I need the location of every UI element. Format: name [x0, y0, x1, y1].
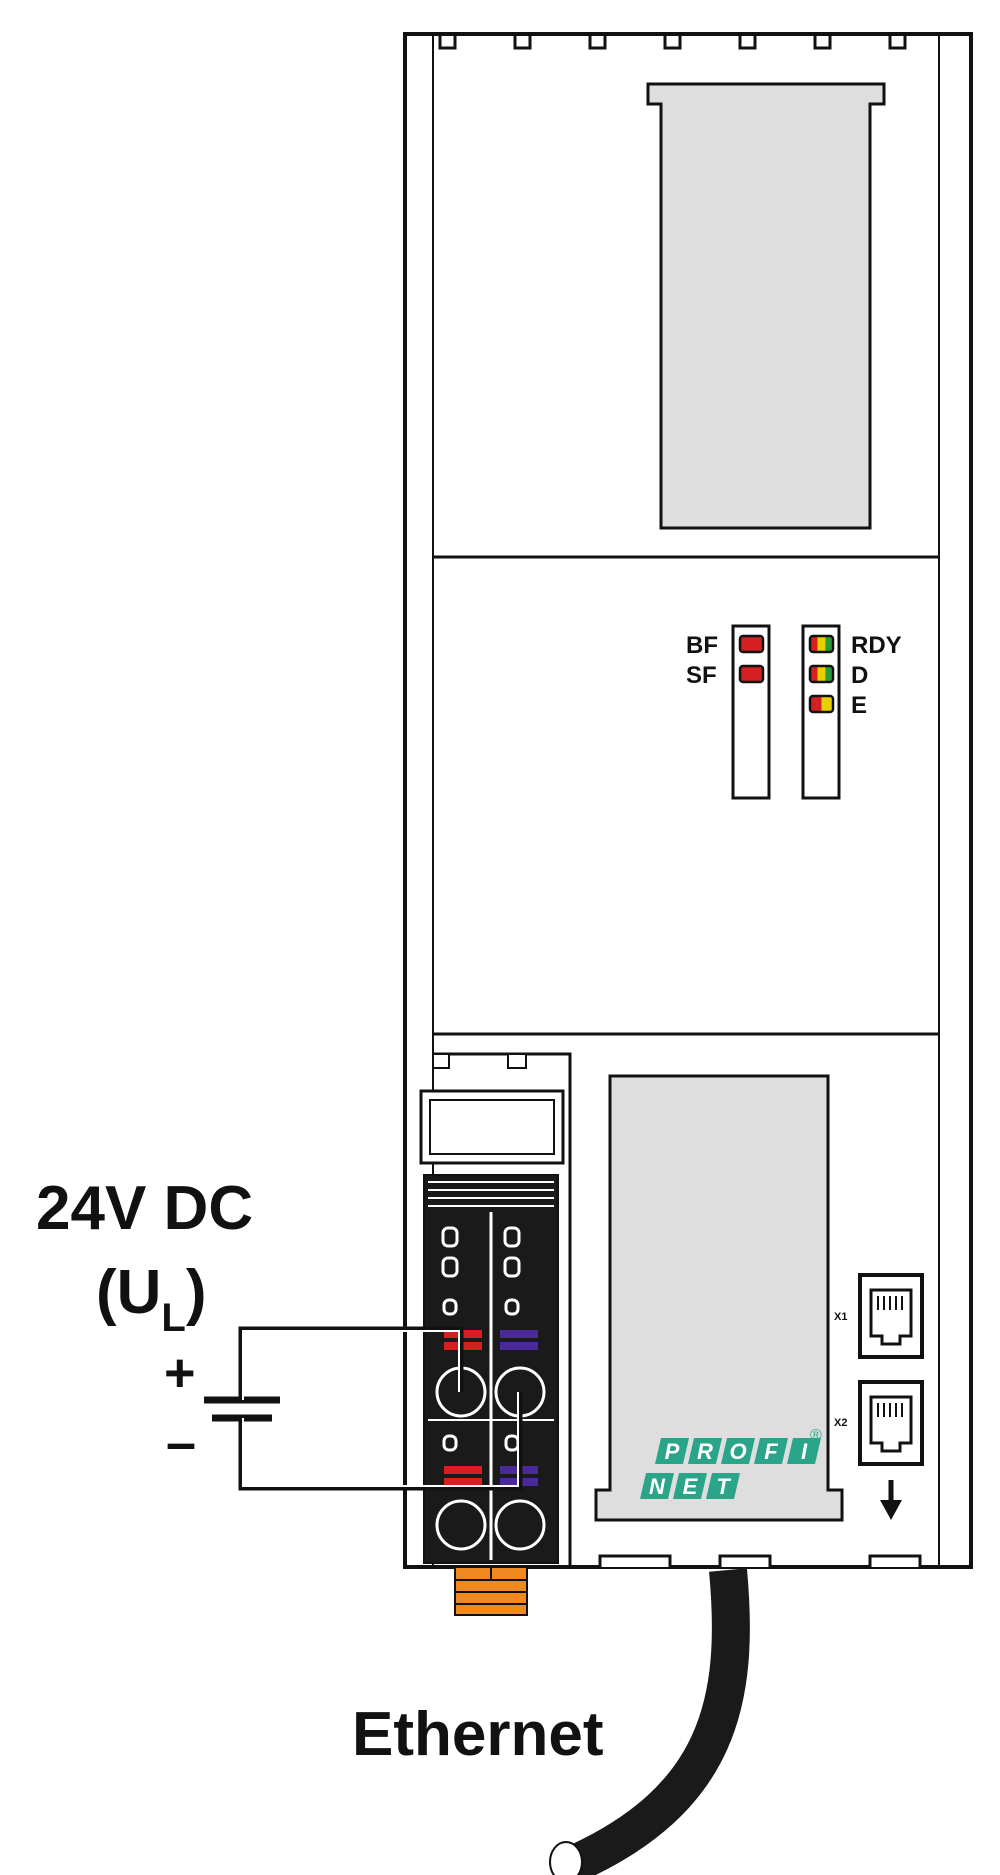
orange-connector-ribs — [455, 1567, 527, 1605]
led-segment — [810, 666, 818, 682]
minus-sign: – — [166, 1413, 197, 1473]
led-label-e: E — [851, 692, 868, 719]
profinet-row1-tile — [721, 1438, 755, 1464]
profinet-row1-letter: P — [665, 1439, 680, 1464]
led-segment — [825, 636, 833, 652]
terminal-tab-right — [507, 1053, 527, 1069]
lower-label-panel — [594, 1074, 844, 1522]
power-wiring — [238, 1326, 523, 1491]
profinet-row1-letter: F — [764, 1439, 778, 1464]
power-label-ul-suffix: ) — [185, 1258, 207, 1327]
terminal-wire-holes — [435, 1366, 546, 1551]
power-wiring-inner — [242, 1330, 519, 1487]
profinet-row1-letter: I — [801, 1439, 808, 1464]
led-segment — [825, 666, 833, 682]
profinet-row1-tile — [787, 1438, 821, 1464]
bottom-notches — [598, 1554, 922, 1567]
profinet-row1-letter: R — [697, 1439, 713, 1464]
led-segment — [810, 696, 822, 712]
led-segment — [810, 636, 818, 652]
top-label-panel — [646, 82, 886, 530]
led-label-bf: BF — [686, 632, 718, 659]
led-d — [808, 664, 835, 684]
port-label-x1: X1 — [834, 1311, 848, 1323]
ethernet-port-x1 — [858, 1273, 924, 1359]
led-label-d: D — [851, 662, 869, 689]
battery-symbol — [204, 1396, 280, 1422]
led-segment — [817, 666, 826, 682]
registered-mark: ® — [810, 1427, 822, 1444]
power-label-ul-prefix: (U — [96, 1258, 162, 1327]
led-segment — [817, 636, 826, 652]
housing-inner-frame — [432, 33, 940, 1568]
plus-sign: + — [164, 1343, 196, 1403]
led-rdy — [808, 634, 835, 654]
led-group-left — [738, 634, 765, 684]
profinet-row2-letter: N — [649, 1474, 666, 1499]
profinet-row1-tile — [754, 1438, 788, 1464]
ethernet-cable — [562, 1568, 750, 1875]
cable-cut-end — [549, 1841, 583, 1875]
power-label-ul-sub: L — [161, 1296, 186, 1340]
down-arrow-icon — [880, 1480, 902, 1520]
led-outline — [808, 664, 835, 684]
profinet-row2-letter: T — [716, 1474, 731, 1499]
ethernet-port-x2 — [858, 1380, 924, 1466]
port-label-x2: X2 — [834, 1417, 848, 1429]
led-group-right — [808, 634, 835, 714]
profinet-row2-letter: E — [683, 1474, 699, 1499]
terminal-stripes — [428, 1181, 554, 1207]
terminal-block-frame — [433, 1052, 572, 1567]
led-bf — [738, 634, 765, 654]
profinet-row2-tile — [706, 1473, 740, 1499]
profinet-row1-letter: O — [729, 1439, 746, 1464]
led-segment — [821, 696, 833, 712]
terminal-label-window-inner — [429, 1099, 555, 1155]
led-label-rdy: RDY — [851, 632, 902, 659]
profinet-row1-tile — [655, 1438, 689, 1464]
ethernet-label: Ethernet — [352, 1700, 604, 1769]
led-outline — [808, 634, 835, 654]
profinet-row2-tile — [673, 1473, 707, 1499]
terminal-tab-left — [432, 1053, 450, 1069]
power-label-ul: (UL) — [96, 1262, 207, 1339]
profinet-row2-tile — [640, 1473, 674, 1499]
led-sf — [738, 664, 765, 684]
led-outline — [808, 694, 835, 714]
power-label-voltage: 24V DC — [36, 1174, 254, 1243]
led-label-sf: SF — [686, 662, 717, 689]
top-vent-notches — [438, 36, 907, 50]
led-e — [808, 694, 835, 714]
led-strip-left — [731, 624, 771, 800]
profinet-row1-tile — [688, 1438, 722, 1464]
